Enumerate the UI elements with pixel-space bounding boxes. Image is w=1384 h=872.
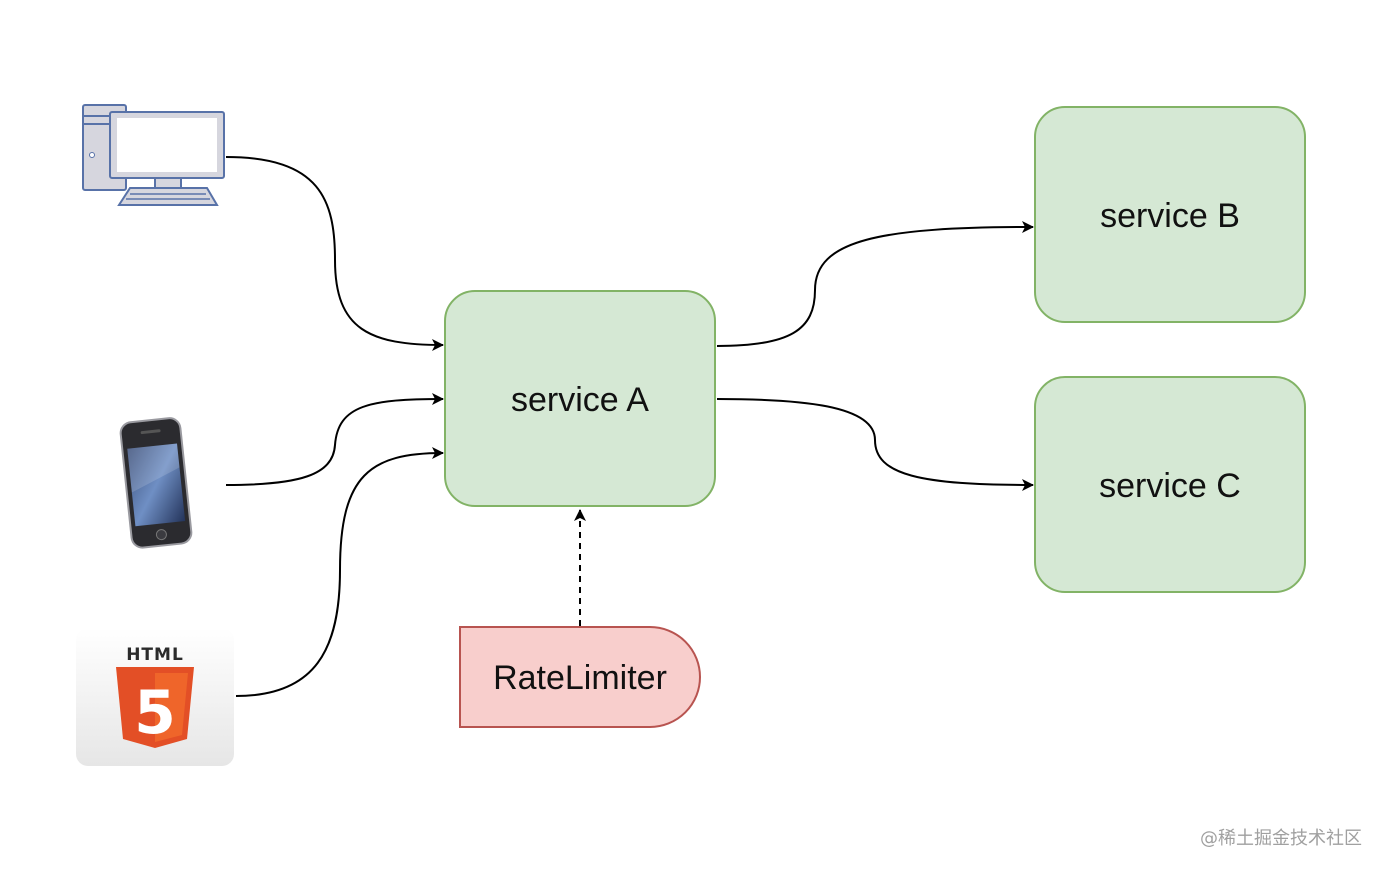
watermark: @稀土掘金技术社区: [1200, 828, 1362, 849]
service-c-label: service C: [1099, 467, 1241, 505]
ratelimiter-node[interactable]: RateLimiter: [459, 626, 701, 728]
edge-desktop-to-service-a: [225, 156, 444, 351]
edges: [225, 156, 1034, 697]
service-a-node[interactable]: service A: [444, 290, 716, 507]
mobile-phone-icon: [119, 417, 193, 549]
html5-number: 5: [134, 678, 176, 748]
edge-service-a-to-service-c: [716, 398, 1034, 491]
service-b-label: service B: [1100, 197, 1240, 235]
service-a-label: service A: [511, 381, 649, 419]
edge-service-a-to-service-b: [716, 221, 1034, 347]
service-b-node[interactable]: service B: [1034, 106, 1306, 323]
service-c-node[interactable]: service C: [1034, 376, 1306, 593]
ratelimiter-label: RateLimiter: [493, 659, 667, 697]
edge-phone-to-service-a: [225, 393, 444, 486]
html5-badge-text: HTML: [126, 645, 184, 665]
desktop-computer-icon: [82, 104, 225, 206]
edge-html5-to-service-a: [235, 447, 444, 697]
html5-icon: HTML 5: [76, 628, 234, 766]
